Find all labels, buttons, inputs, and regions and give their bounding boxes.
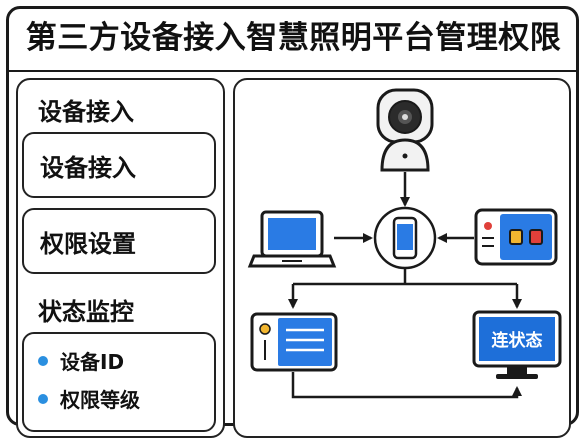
- bullet-icon: [38, 393, 48, 404]
- section-heading-status-monitor: 状态监控: [38, 298, 134, 326]
- laptop-icon: [247, 210, 337, 268]
- arrow-panel-to-monitor: [291, 372, 522, 399]
- status-item-device-id: 设备ID: [38, 346, 124, 375]
- title-divider: [9, 70, 578, 72]
- control-panel-icon: [474, 208, 558, 266]
- section-heading-device-access: 设备接入: [38, 98, 134, 126]
- server-panel-icon: [250, 312, 338, 372]
- permission-settings-button[interactable]: 权限设置: [22, 208, 216, 274]
- smartphone-icon: [373, 206, 437, 270]
- monitor-icon: [472, 310, 562, 379]
- monitor-status-label: 连状态: [491, 331, 543, 351]
- device-access-button[interactable]: 设备接入: [22, 132, 216, 198]
- bullet-icon: [38, 355, 48, 366]
- status-item-label: 权限等级: [60, 388, 140, 412]
- network-diagram: [247, 88, 562, 399]
- split-connector: [288, 268, 522, 309]
- status-item-label: 设备ID: [60, 350, 125, 374]
- security-camera-icon: [376, 88, 434, 172]
- status-item-permission-level: 权限等级: [38, 384, 140, 413]
- page-title: 第三方设备接入智慧照明平台管理权限: [25, 20, 562, 56]
